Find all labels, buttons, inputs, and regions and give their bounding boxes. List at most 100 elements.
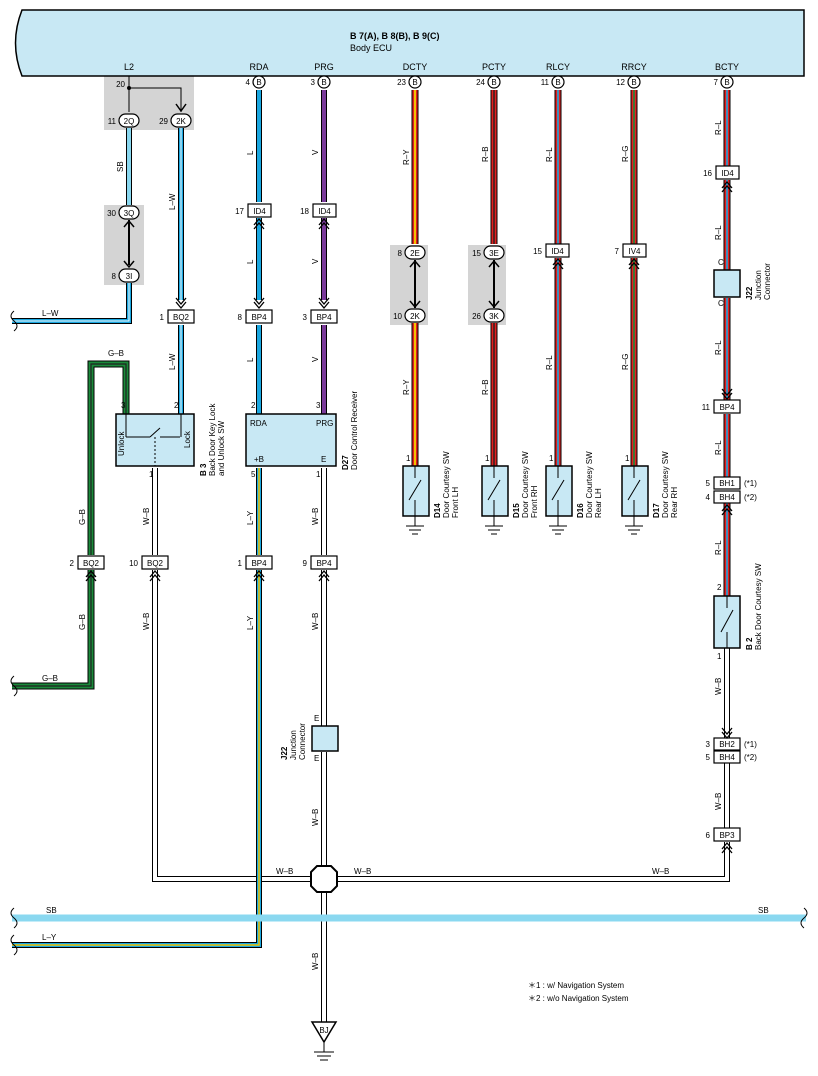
arrow-bp4-bcty	[721, 388, 733, 401]
conn-label: 2Q	[124, 117, 135, 126]
component-d14: 1	[402, 454, 430, 535]
label-rl-rlcy-1: R–L	[545, 147, 554, 162]
pin-conn-letter: B	[724, 78, 729, 87]
connector-bq2-upper: BQ2 1	[160, 309, 195, 324]
conn-label: BP4	[316, 313, 332, 322]
connector-bh4-lower: BH4 5 (*2)	[706, 750, 757, 764]
pin-10: 10	[393, 312, 402, 321]
component-b2: 2 1	[713, 583, 741, 661]
pin-8: 8	[238, 313, 243, 322]
arrow-bh4	[721, 503, 733, 516]
arrow-3k	[488, 300, 500, 309]
label-gb-top: G–B	[108, 349, 124, 358]
pin-9: 9	[303, 559, 308, 568]
b3-lock-label: Lock	[183, 430, 192, 448]
conn-label: IV4	[628, 247, 641, 256]
b2-code: B 2	[745, 637, 754, 650]
conn-label: 2K	[176, 117, 186, 126]
conn-label: BQ2	[173, 313, 190, 322]
arrow-iv4-rrcy	[628, 257, 640, 270]
pin-conn-letter: B	[412, 78, 417, 87]
pin-conn-letter: B	[256, 78, 261, 87]
pin-1: 1	[549, 454, 554, 463]
pin-10: 10	[129, 559, 138, 568]
d17-code: D17	[652, 503, 661, 518]
label-wb-h-1: W–B	[276, 867, 293, 876]
ecu-pin-dcty: B 23	[397, 75, 422, 89]
ecu-pin-pcty: B 24	[476, 75, 501, 89]
conn-label: 3K	[489, 312, 499, 321]
component-b3: Unlock Lock 3 2 1	[115, 401, 195, 479]
arrow-bp4-ly	[253, 569, 265, 582]
j22-lower-code: J22	[280, 746, 289, 760]
label-v-prg-3: V	[311, 356, 320, 362]
body-ecu-box	[14, 9, 805, 77]
note-star1: (*1)	[744, 479, 757, 488]
arrow-2e	[409, 259, 421, 268]
wire-lw-left-fill	[12, 283, 131, 323]
terminal-prg: PRG	[314, 62, 334, 72]
terminal-l2: L2	[124, 62, 134, 72]
conn-label: BH4	[719, 753, 735, 762]
connector-bq2-lower: BQ2 10	[129, 555, 169, 570]
pin-3: 3	[706, 740, 711, 749]
component-j22-upper: C C	[713, 258, 741, 308]
wire-wb-b3-fill	[153, 468, 313, 881]
conn-label: ID4	[318, 207, 331, 216]
conn-label: ID4	[253, 207, 266, 216]
label-wb-h-3: W–B	[652, 867, 669, 876]
ecu-pin-rda: B 4	[246, 75, 266, 89]
connector-bp3: BP3 6	[706, 827, 741, 842]
label-gb-1: G–B	[78, 509, 87, 525]
label-wb-b3-2: W–B	[142, 613, 151, 630]
terminal-rrcy: RRCY	[621, 62, 647, 72]
pin-18: 18	[300, 207, 309, 216]
label-wb-d27-2: W–B	[311, 613, 320, 630]
d17-name-line1: Door Courtesy SW	[661, 451, 670, 518]
d16-code: D16	[576, 503, 585, 518]
j22-upper-line1: Junction	[754, 270, 763, 300]
d16-name-line1: Door Courtesy SW	[585, 451, 594, 518]
label-l-rda-1: L	[246, 150, 255, 155]
label-rl-bcty-1: R–L	[714, 120, 723, 135]
label-gb-left: G–B	[42, 674, 58, 683]
d16-name-line2: Rear LH	[594, 488, 603, 518]
wires	[12, 76, 806, 1022]
label-rb-1: R–B	[481, 146, 490, 162]
wire-wb-b3	[152, 468, 313, 882]
label-wb-h-2: W–B	[354, 867, 371, 876]
pin-circle	[551, 75, 565, 89]
connector-id4-rda: ID4 17	[235, 203, 272, 218]
pin-number: 3	[311, 78, 316, 87]
label-lw-b3: L–W	[168, 353, 177, 370]
arrow-3q	[123, 219, 135, 228]
b3-name-line2: and Unlock SW	[217, 420, 226, 476]
wire-gb-stripe	[12, 363, 127, 687]
component-d17: 1	[621, 454, 649, 535]
label-wb-b3-1: W–B	[142, 508, 151, 525]
label-ly-2: L–Y	[246, 615, 255, 630]
arrow-bp3	[721, 841, 733, 854]
component-d15: 1	[481, 454, 509, 535]
conn-label: ID4	[721, 169, 734, 178]
pin-29: 29	[159, 117, 168, 126]
j22-lower-line2: Connector	[298, 723, 307, 760]
wire-ly	[12, 468, 262, 948]
b3-code: B 3	[199, 463, 208, 476]
terminal-rlcy: RLCY	[546, 62, 570, 72]
connector-bh2: BH2 3 (*1)	[706, 737, 757, 751]
label-l-rda-2: L	[246, 259, 255, 264]
connector-3q: 3Q 30	[107, 205, 140, 220]
label-lw-left: L–W	[42, 309, 59, 318]
label-wb-d27-4: W–B	[311, 953, 320, 970]
pin-5: 5	[251, 470, 256, 479]
connector-bp4-prg: BP4 3	[303, 309, 338, 324]
connector-2k-mid: 2K 10	[393, 308, 426, 323]
label-gb-2: G–B	[78, 614, 87, 630]
conn-label: BP4	[251, 313, 267, 322]
d27-rda: RDA	[250, 419, 268, 428]
pin-16: 16	[703, 169, 712, 178]
conn-label: BP4	[316, 559, 332, 568]
conn-label: 3I	[126, 272, 133, 281]
connector-bh1: BH1 5 (*1)	[706, 476, 757, 490]
